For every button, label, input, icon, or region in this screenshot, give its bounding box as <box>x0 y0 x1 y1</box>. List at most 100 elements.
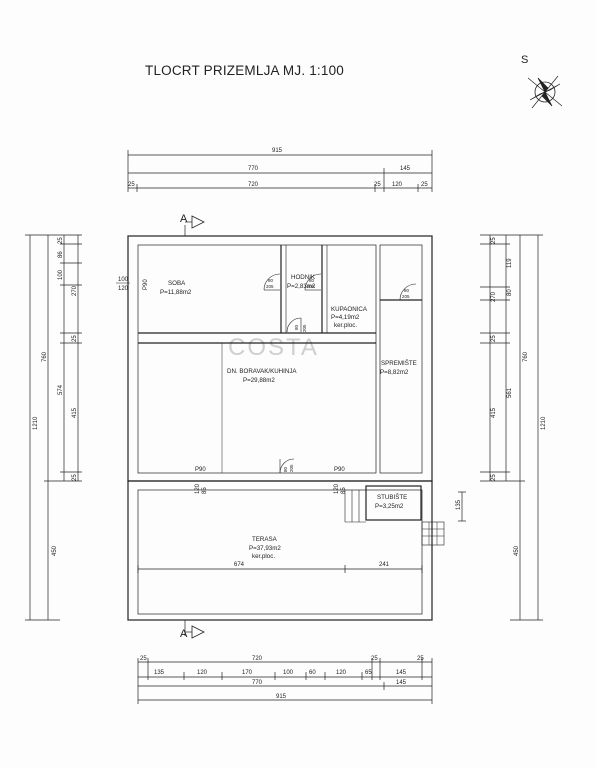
room-soba: SOBA P=11,88m2 <box>160 280 192 296</box>
dim-b-25b: 25 <box>371 656 378 662</box>
dim-120-top: 120 <box>392 182 403 188</box>
window-120: 120 <box>118 286 129 292</box>
dim-b-170: 170 <box>242 670 253 676</box>
room-terasa: TERASA P=37,93m2 ker.ploc. <box>249 536 281 560</box>
dim-b-135: 135 <box>154 670 165 676</box>
dim-720-top: 720 <box>248 182 259 188</box>
dim-b-145b: 145 <box>396 680 407 686</box>
terrace-dimension: 674 241 <box>137 562 423 573</box>
window-85-c: 85 <box>341 487 347 494</box>
dim-r-760: 760 <box>523 351 529 362</box>
room-kupaonica: KUPAONICA P=4,19m2 ker.ploc. <box>331 306 368 329</box>
room-area: P=4,19m2 <box>331 314 360 321</box>
dim-l-760: 760 <box>42 351 48 362</box>
room-area: P=29,88m2 <box>243 377 275 384</box>
dim-r-119: 119 <box>507 258 513 268</box>
window-labels: 100 120 P90 P90 P90 120 85 120 85 <box>116 277 347 494</box>
room-area: P=37,93m2 <box>249 545 281 552</box>
room-area: P=8,82m2 <box>380 369 409 376</box>
dim-b-100: 100 <box>283 670 294 676</box>
plan-title: TLOCRT PRIZEMLJA MJ. 1:100 <box>145 63 344 78</box>
section-letter-bottom: A <box>180 628 188 640</box>
dim-25c-top: 25 <box>421 182 428 188</box>
window-85-b: 85 <box>202 487 208 494</box>
room-area: P=11,88m2 <box>160 289 192 296</box>
room-hodnik: HODNIK P=2,83m2 <box>287 274 316 290</box>
dim-l-25c: 25 <box>72 474 78 481</box>
room-stubiste: STUBIŠTE P=3,25m2 <box>375 494 407 510</box>
room-name: STUBIŠTE <box>377 494 407 501</box>
building-walls <box>127 235 445 621</box>
window-120-b: 120 <box>195 483 201 494</box>
dim-l-86: 86 <box>58 251 64 258</box>
dim-r-25b: 25 <box>491 335 497 342</box>
dim-b-915: 915 <box>276 694 287 700</box>
room-labels: SOBA P=11,88m2 HODNIK P=2,83m2 KUPAONICA… <box>160 274 417 560</box>
section-marker-bottom: A <box>180 620 205 640</box>
room-name: HODNIK <box>291 274 316 281</box>
dim-l-270: 270 <box>72 285 78 296</box>
room-name: TERASA <box>252 536 278 543</box>
dim-r-1210: 1210 <box>541 416 547 430</box>
room-extra: ker.ploc. <box>334 322 357 329</box>
dim-l-1210: 1210 <box>33 416 39 430</box>
room-name: SPREMIŠTE <box>381 360 417 367</box>
window-100: 100 <box>118 277 129 283</box>
dim-b-65: 65 <box>365 670 372 676</box>
door-80-b: 80 <box>309 278 315 283</box>
dim-l-574: 574 <box>58 384 64 395</box>
room-area: P=3,25m2 <box>375 503 404 510</box>
dim-l-100: 100 <box>58 269 64 280</box>
section-letter-top: A <box>180 213 188 225</box>
dim-l-25a: 25 <box>58 237 64 244</box>
room-area: P=2,83m2 <box>287 283 316 290</box>
room-spremiste: SPREMIŠTE P=8,82m2 <box>380 360 417 376</box>
dim-r-25a: 25 <box>491 237 497 244</box>
left-dimensions: 1210 760 450 25 86 100 574 270 25 415 25 <box>25 234 82 621</box>
doors: 80 205 80 205 80 205 80 205 80 205 <box>263 273 417 474</box>
window-p90-c: P90 <box>334 467 345 473</box>
dim-l-450: 450 <box>52 545 58 556</box>
dim-b-770: 770 <box>252 680 263 686</box>
dim-b-60: 60 <box>309 670 316 676</box>
right-dimensions: 1210 760 450 119 80 561 25 270 25 415 25… <box>456 234 547 621</box>
terasa-dim-241: 241 <box>379 562 390 568</box>
window-p90-a: P90 <box>143 279 149 290</box>
window-120-c: 120 <box>334 483 340 494</box>
north-letter: S <box>521 54 528 66</box>
room-boravak-kuhinja: DN. BORAVAK/KUHINJA P=29,88m2 <box>227 368 297 384</box>
room-name: KUPAONICA <box>331 306 368 313</box>
dim-25b-top: 25 <box>374 182 381 188</box>
door-205-c: 205 <box>402 294 410 299</box>
watermark: COSTA <box>228 334 319 361</box>
bottom-dimensions: 25 720 25 25 135 120 170 100 60 120 65 1… <box>137 656 433 704</box>
door-80-c: 80 <box>404 288 410 293</box>
room-extra: ker.ploc. <box>252 553 275 560</box>
room-name: DN. BORAVAK/KUHINJA <box>227 368 297 375</box>
dim-r-135: 135 <box>456 499 462 510</box>
terasa-dim-674: 674 <box>234 562 245 568</box>
door-80-a: 80 <box>268 278 274 283</box>
dim-l-25b: 25 <box>72 335 78 342</box>
dim-l-415: 415 <box>72 407 78 418</box>
section-marker-top: A <box>180 213 205 236</box>
door-205-e: 205 <box>289 464 294 472</box>
dim-25a-top: 25 <box>128 182 135 188</box>
dim-r-561: 561 <box>507 387 513 398</box>
dim-b-720: 720 <box>252 656 263 662</box>
dim-145-top: 145 <box>400 166 411 172</box>
dim-total-top: 915 <box>272 148 283 154</box>
dim-b-25c: 25 <box>417 656 424 662</box>
door-205-a: 205 <box>266 284 274 289</box>
room-name: SOBA <box>168 280 186 287</box>
dim-770-top: 770 <box>248 166 259 172</box>
door-205-b: 205 <box>307 284 315 289</box>
window-p90-b: P90 <box>195 467 206 473</box>
dim-b-145: 145 <box>396 670 407 676</box>
dim-r-270: 270 <box>491 291 497 302</box>
door-205-d: 205 <box>302 324 307 332</box>
dim-b-120b: 120 <box>336 670 347 676</box>
dim-r-25c: 25 <box>491 474 497 481</box>
top-dimensions: 915 770 145 25 720 25 120 25 <box>127 148 433 192</box>
